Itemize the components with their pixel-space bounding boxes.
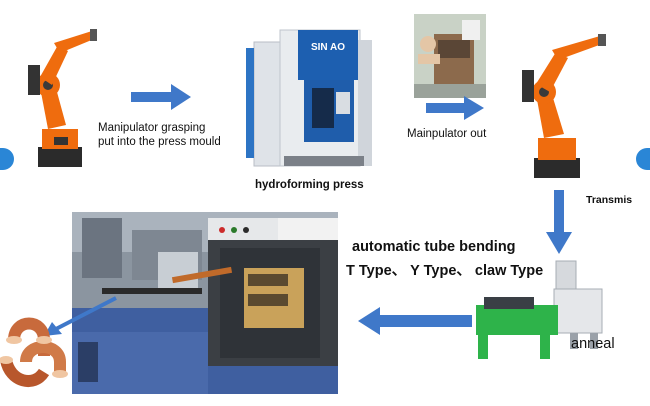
step-grasp-caption: Manipulator grasping put into the press … <box>98 122 238 150</box>
robot-arm-left-image <box>28 29 97 167</box>
left-edge-marker <box>0 148 14 170</box>
hydroforming-press-image: SIN AO <box>240 20 380 172</box>
press-brand-mark: SIN AO <box>311 42 345 53</box>
tube-types-label: T Type、 Y Type、 claw Type <box>346 263 544 279</box>
hydroforming-press-label: hydroforming press <box>255 179 364 191</box>
manipulator-out-photo <box>414 14 486 98</box>
step-grasp-line-2: put into the press mould <box>98 135 221 148</box>
step-grasp-line-1: Manipulator grasping <box>98 122 206 134</box>
arrow-down-to-anneal <box>546 190 572 254</box>
automatic-tube-bending-label: automatic tube bending <box>352 239 516 255</box>
copper-fitting-image <box>0 317 68 387</box>
arrow-to-bending <box>358 307 472 335</box>
transmis-label: Transmis <box>586 194 633 206</box>
arrow-to-press <box>131 84 191 110</box>
anneal-machine-image <box>470 255 610 363</box>
robot-arm-right-image <box>522 34 606 178</box>
anneal-label: anneal <box>571 336 615 352</box>
right-edge-marker <box>636 148 650 170</box>
manipulator-out-label: Mainpulator out <box>407 128 487 140</box>
tube-bending-machine-photo <box>72 212 338 394</box>
arrow-to-transmis <box>426 96 484 120</box>
